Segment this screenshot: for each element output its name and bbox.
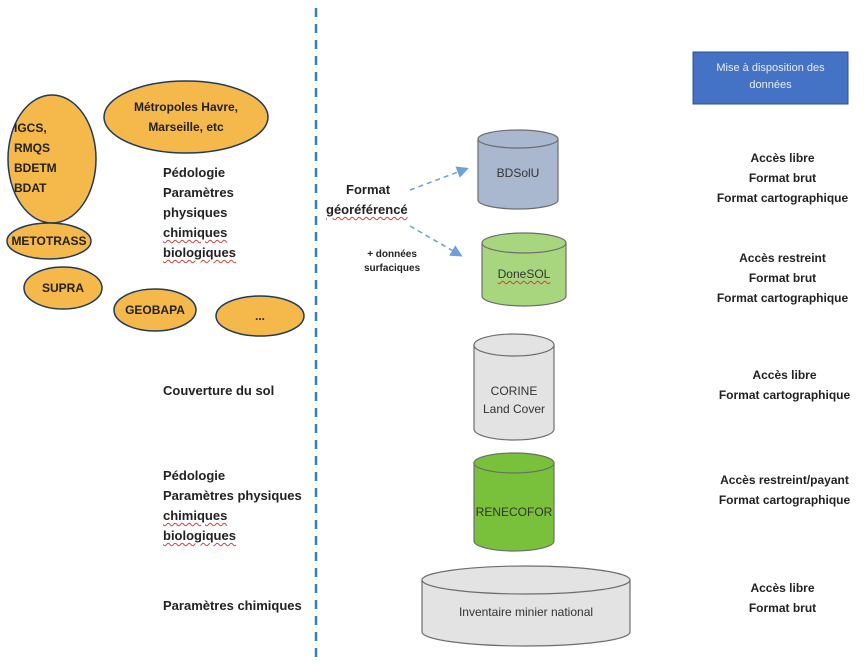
format-label: Format géoréférencé: [326, 180, 408, 220]
datatype-line: biologiques: [163, 526, 302, 546]
datatype-line-text: biologiques: [163, 528, 236, 543]
datatype-line: physiques: [163, 205, 228, 220]
availability-row-3: Accès libre Format cartographique: [702, 365, 867, 405]
source-supra-label: SUPRA: [41, 281, 84, 295]
datatype-group-2: Couverture du sol: [163, 383, 275, 398]
source-metotrass-label: METOTRASS: [11, 234, 87, 248]
database-label-renecofor: RENECOFOR: [475, 505, 553, 519]
datatype-line: biologiques: [163, 243, 236, 263]
availability-line: Format brut: [748, 601, 817, 615]
source-igcs-label: IGCS, RMQS BDETM BDAT: [14, 118, 90, 198]
source-ellipse-supra: [23, 266, 103, 310]
datatype-line-text: biologiques: [163, 245, 236, 260]
availability-line: Format brut: [748, 171, 817, 185]
availability-row-2: Accès restreint Format brut Format carto…: [700, 248, 865, 308]
datatype-line: Pédologie: [163, 468, 226, 483]
availability-line: Accès libre: [752, 368, 817, 382]
source-more-label: ...: [254, 309, 265, 323]
arrow-to-bdsolu: [409, 166, 469, 191]
source-metropoles-line-text: Marseille, etc: [148, 120, 224, 134]
source-metropoles-label: Métropoles Havre, Marseille, etc: [108, 97, 264, 137]
datatype-line: Paramètres: [163, 185, 234, 200]
source-geobapa-label: GEOBAPA: [125, 303, 185, 317]
source-igcs-line: RMQS: [14, 141, 50, 155]
format-extra-line-2: surfaciques: [364, 263, 421, 274]
availability-line: Accès libre: [750, 151, 815, 165]
datatype-line: Paramètres physiques: [163, 488, 302, 503]
availability-line: Accès restreint: [739, 251, 826, 265]
database-label-inventaire: Inventaire minier national: [458, 605, 594, 619]
database-label-donesol: DoneSOL: [482, 265, 566, 283]
format-extra-label: + données surfaciques: [364, 248, 420, 276]
format-line-1: Format: [346, 182, 391, 197]
availability-line: Accès restreint/payant: [720, 473, 849, 487]
database-cylinder-corine: [473, 333, 555, 441]
source-igcs-line: IGCS,: [14, 121, 47, 135]
availability-row-5: Accès libre Format brut: [700, 578, 865, 618]
source-metropoles-line: Marseille, etc: [108, 117, 264, 137]
availability-line: Format cartographique: [716, 291, 849, 305]
format-line-2: géoréférencé: [326, 200, 408, 220]
source-ellipse-more: [215, 295, 305, 337]
datatype-group-4: Paramètres chimiques: [163, 598, 302, 613]
format-extra-line-1: + données: [367, 249, 417, 260]
datatype-line-text: chimiques: [163, 225, 228, 240]
datatype-line: chimiques: [163, 223, 236, 243]
source-igcs-line: BDAT: [14, 181, 47, 195]
availability-line: Format cartographique: [716, 191, 849, 205]
datatype-line: Pédologie: [163, 165, 226, 180]
source-ellipse-geobapa: [113, 288, 197, 332]
database-cylinder-renecofor: [473, 452, 555, 552]
source-ellipse-metotrass: [6, 222, 92, 260]
database-label-corine-text: CORINE Land Cover: [482, 384, 546, 416]
format-line-2-text: géoréférencé: [326, 202, 408, 217]
arrow-to-donesol: [409, 225, 463, 257]
availability-header-box: [692, 51, 849, 105]
database-cylinder-inventaire: [421, 565, 631, 647]
availability-line: Format cartographique: [718, 388, 851, 402]
database-cylinder-donesol: [481, 232, 567, 307]
availability-header-text: Mise à disposition des données: [716, 62, 825, 91]
database-label-bdsolu: BDSolU: [496, 166, 540, 180]
availability-line: Format cartographique: [718, 493, 851, 507]
source-metropoles-line: Métropoles Havre,: [133, 100, 239, 114]
database-cylinder-bdsolu: [477, 129, 559, 210]
source-ellipse-metropoles: [103, 80, 269, 154]
datatype-group-3: Pédologie Paramètres physiques chimiques…: [163, 466, 302, 546]
datatype-line: chimiques: [163, 506, 302, 526]
source-igcs-line: BDETM: [14, 161, 57, 175]
availability-line: Accès libre: [750, 581, 815, 595]
database-label-donesol-text: DoneSOL: [497, 267, 551, 281]
datatype-line-text: chimiques: [163, 508, 228, 523]
datatype-group-1: Pédologie Paramètres physiques chimiques…: [163, 163, 236, 263]
availability-line: Format brut: [748, 271, 817, 285]
availability-row-1: Accès libre Format brut Format cartograp…: [700, 148, 865, 208]
database-label-corine: CORINE Land Cover: [476, 382, 552, 418]
availability-row-4: Accès restreint/payant Format cartograph…: [702, 470, 867, 510]
